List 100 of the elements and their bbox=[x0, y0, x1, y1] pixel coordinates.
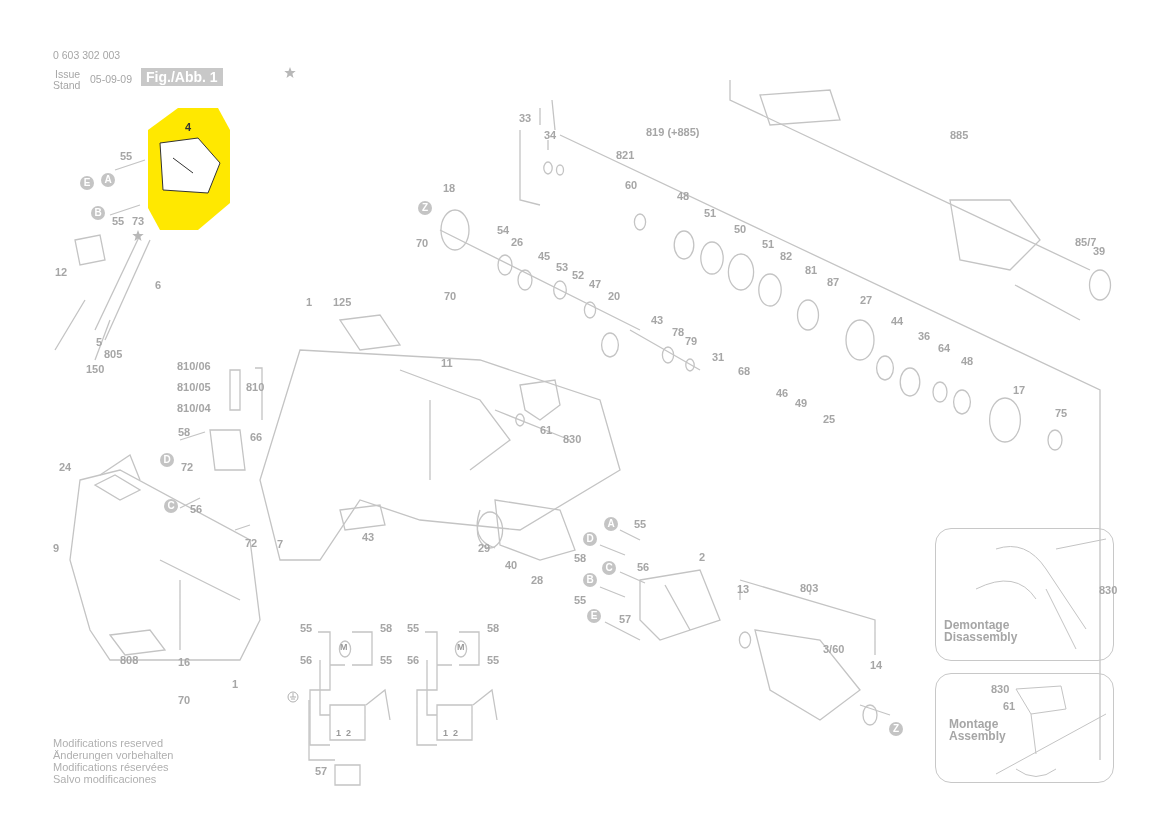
callout-number: 61 bbox=[1003, 701, 1016, 712]
callout-number: 68 bbox=[738, 366, 751, 377]
callout-number: 56 bbox=[190, 504, 203, 515]
callout-number: 31 bbox=[712, 352, 725, 363]
reference-marker: B bbox=[583, 573, 597, 587]
callout-number: 150 bbox=[86, 364, 105, 375]
callout-number: 70 bbox=[444, 291, 457, 302]
callout-number: 805 bbox=[104, 349, 123, 360]
callout-number: 72 bbox=[181, 462, 194, 473]
callout-number: 830 bbox=[991, 684, 1010, 695]
reference-marker: C bbox=[602, 561, 616, 575]
callout-number: 72 bbox=[245, 538, 258, 549]
reference-marker: D bbox=[583, 532, 597, 546]
footnote: Modifications réservées bbox=[53, 762, 169, 773]
callout-number: 55 bbox=[112, 216, 125, 227]
circuit-label: 2 bbox=[453, 729, 458, 738]
callout-number: 9 bbox=[53, 543, 60, 554]
callout-number: 66 bbox=[250, 432, 263, 443]
callout-number: 64 bbox=[938, 343, 951, 354]
callout-number: 33 bbox=[519, 113, 532, 124]
callout-number: 4 bbox=[185, 122, 192, 133]
callout-number: 29 bbox=[478, 543, 491, 554]
callout-number: 75 bbox=[1055, 408, 1068, 419]
callout-number: 36 bbox=[918, 331, 931, 342]
reference-marker: E bbox=[587, 609, 601, 623]
footnote: Modifications reserved bbox=[53, 738, 164, 749]
callout-number: 34 bbox=[544, 130, 557, 141]
callout-number: 810/04 bbox=[177, 403, 211, 414]
callout-number: 57 bbox=[619, 614, 632, 625]
callout-number: 52 bbox=[572, 270, 585, 281]
callout-number: 5 bbox=[96, 337, 103, 348]
callout-number: 12 bbox=[55, 267, 68, 278]
highlighted-part-panel bbox=[148, 108, 230, 230]
header-text: 0 603 302 003 bbox=[53, 50, 121, 61]
callout-number: 48 bbox=[961, 356, 974, 367]
callout-number: 1 bbox=[232, 679, 239, 690]
callout-number: 44 bbox=[891, 316, 904, 327]
reference-marker: B bbox=[91, 206, 105, 220]
callout-number: 24 bbox=[59, 462, 72, 473]
callout-number: 55 bbox=[407, 623, 420, 634]
callout-number: 55 bbox=[574, 595, 587, 606]
callout-number: 70 bbox=[416, 238, 429, 249]
inset-panel bbox=[935, 673, 1114, 783]
circuit-label: M bbox=[457, 643, 465, 652]
footnote: Änderungen vorbehalten bbox=[53, 750, 174, 761]
callout-number: 55 bbox=[380, 655, 393, 666]
callout-number: 85/7 bbox=[1075, 237, 1097, 248]
callout-number: 61 bbox=[540, 425, 553, 436]
footnote: Salvo modificaciones bbox=[53, 774, 157, 785]
callout-number: 58 bbox=[178, 427, 191, 438]
callout-number: 46 bbox=[776, 388, 789, 399]
callout-number: 14 bbox=[870, 660, 883, 671]
callout-number: 58 bbox=[487, 623, 500, 634]
callout-number: 43 bbox=[362, 532, 375, 543]
callout-number: 40 bbox=[505, 560, 518, 571]
callout-number: 79 bbox=[685, 336, 698, 347]
callout-number: 78 bbox=[672, 327, 685, 338]
step-caption: Demontage Disassembly bbox=[944, 619, 1019, 643]
callout-number: 56 bbox=[637, 562, 650, 573]
circuit-label: 2 bbox=[346, 729, 351, 738]
callout-number: 7 bbox=[277, 539, 284, 550]
callout-number: 13 bbox=[737, 584, 750, 595]
callout-number: 25 bbox=[823, 414, 836, 425]
callout-number: 50 bbox=[734, 224, 747, 235]
callout-number: 821 bbox=[616, 150, 635, 161]
reference-marker: E bbox=[80, 176, 94, 190]
callout-number: 830 bbox=[563, 434, 582, 445]
step-caption: Montage Assembly bbox=[949, 718, 1007, 742]
callout-number: 58 bbox=[574, 553, 587, 564]
callout-number: 56 bbox=[407, 655, 420, 666]
callout-number: 830 bbox=[1099, 585, 1118, 596]
callout-number: 58 bbox=[380, 623, 393, 634]
callout-number: 810/05 bbox=[177, 382, 211, 393]
header-text: Stand bbox=[53, 80, 81, 91]
reference-marker: C bbox=[164, 499, 178, 513]
callout-number: 51 bbox=[704, 208, 717, 219]
reference-marker: Z bbox=[418, 201, 432, 215]
callout-number: 808 bbox=[120, 655, 139, 666]
callout-number: 47 bbox=[589, 279, 602, 290]
callout-number: 39 bbox=[1093, 246, 1106, 257]
callout-number: 60 bbox=[625, 180, 638, 191]
callout-number: 48 bbox=[677, 191, 690, 202]
reference-marker: A bbox=[604, 517, 618, 531]
callout-number: 11 bbox=[441, 358, 453, 369]
callout-number: 55 bbox=[634, 519, 647, 530]
callout-number: 1 bbox=[306, 297, 313, 308]
circuit-label: 1 bbox=[443, 729, 448, 738]
callout-number: 54 bbox=[497, 225, 510, 236]
circuit-label: 1 bbox=[336, 729, 341, 738]
callout-number: 3/60 bbox=[823, 644, 845, 655]
callout-number: 43 bbox=[651, 315, 664, 326]
callout-number: 81 bbox=[805, 265, 818, 276]
header-text: Issue bbox=[55, 69, 81, 80]
callout-number: 87 bbox=[827, 277, 840, 288]
callout-number: 2 bbox=[699, 552, 706, 563]
callout-number: 810/06 bbox=[177, 361, 211, 372]
callout-number: 26 bbox=[511, 237, 524, 248]
circuit-label: M bbox=[340, 643, 348, 652]
callout-number: 70 bbox=[178, 695, 191, 706]
reference-marker: D bbox=[160, 453, 174, 467]
